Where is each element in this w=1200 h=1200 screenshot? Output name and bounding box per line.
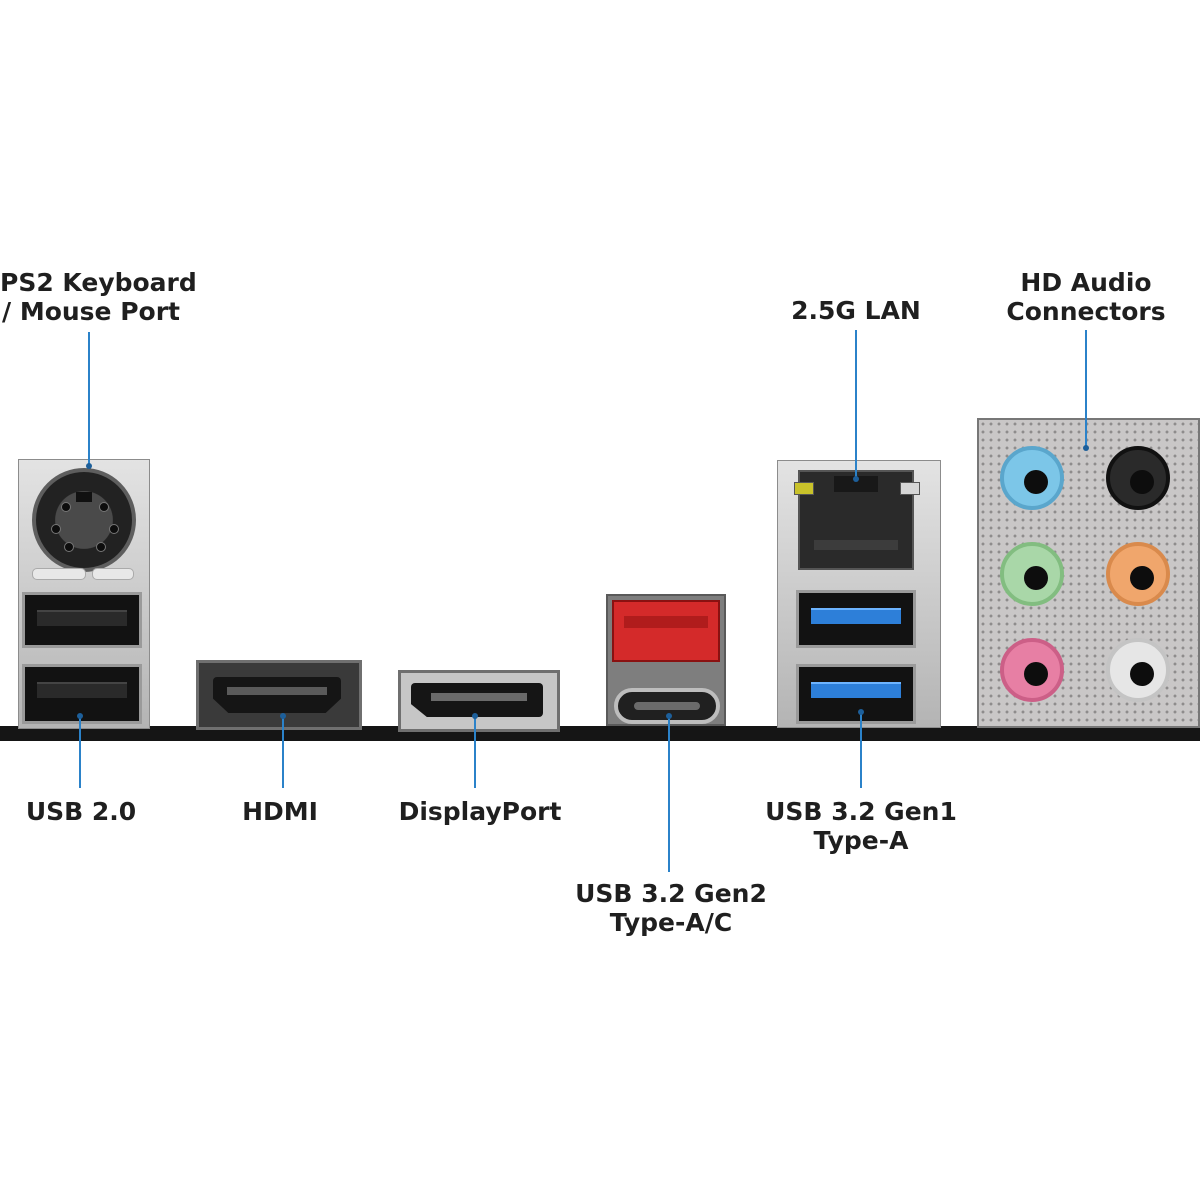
audio-jack-hole — [1024, 662, 1048, 686]
usb-tongue — [37, 682, 127, 698]
audio-jack-orange — [1106, 542, 1170, 606]
audio-jack-hole — [1024, 566, 1048, 590]
lan-port-label: 2.5G LAN — [780, 296, 932, 325]
audio-label-line1: HD Audio — [1020, 268, 1152, 297]
ps2-pin — [96, 542, 106, 552]
ps2-pin — [51, 524, 61, 534]
audio-jack-white — [1106, 638, 1170, 702]
audio-leader-line — [1085, 330, 1087, 448]
usb-gen1-port-lower — [796, 664, 916, 724]
usb-gen1-label: USB 3.2 Gen1 Type-A — [765, 797, 957, 855]
audio-jack-black — [1106, 446, 1170, 510]
lan-contacts — [814, 540, 898, 550]
usb-tongue — [37, 610, 127, 626]
hdmi-leader-dot — [280, 713, 286, 719]
usb-gen2-leader-dot — [666, 713, 672, 719]
usb-gen2-type-c — [614, 688, 720, 724]
usb-tongue — [811, 682, 901, 698]
displayport-label: DisplayPort — [395, 797, 565, 826]
usb-gen1-leader-dot — [858, 709, 864, 715]
ps2-leader-dot — [86, 463, 92, 469]
audio-jack-hole — [1130, 662, 1154, 686]
ps2-pin — [99, 502, 109, 512]
hdmi-contacts — [227, 687, 327, 695]
usb-gen2-label: USB 3.2 Gen2 Type-A/C — [575, 879, 767, 937]
lan-led-left — [794, 482, 814, 495]
usb-gen2-label-line2: Type-A/C — [609, 908, 733, 937]
usb-c-tongue — [634, 702, 700, 710]
motherboard-edge — [0, 726, 1200, 741]
audio-jack-hole — [1130, 566, 1154, 590]
hdmi-leader-line — [282, 716, 284, 788]
lan-clip — [834, 476, 878, 492]
usb-gen2-type-a — [612, 600, 720, 662]
displayport-port — [398, 670, 560, 732]
displayport-leader-line — [474, 716, 476, 788]
usb20-leader-dot — [77, 713, 83, 719]
usb-gen1-port-upper — [796, 590, 916, 648]
usb-gen2-type-a-contacts — [624, 616, 708, 628]
audio-jack-hole — [1130, 470, 1154, 494]
lan-led-right — [900, 482, 920, 495]
ps2-led-left — [32, 568, 86, 580]
ps2-port-label: PS2 Keyboard / Mouse Port — [0, 268, 197, 326]
audio-jack-blue — [1000, 446, 1064, 510]
usb-gen1-leader-line — [860, 712, 862, 788]
usb20-label-text: USB 2.0 — [25, 797, 137, 826]
ps2-leader-line — [88, 332, 90, 466]
displayport-leader-dot — [472, 713, 478, 719]
usb-gen1-label-line1: USB 3.2 Gen1 — [765, 797, 957, 826]
hdmi-label-text: HDMI — [242, 797, 318, 826]
displayport-contacts — [431, 693, 527, 701]
audio-connectors-label: HD Audio Connectors — [1000, 268, 1172, 326]
hdmi-port — [196, 660, 362, 730]
usb-gen2-label-line1: USB 3.2 Gen2 — [575, 879, 767, 908]
displayport-label-text: DisplayPort — [398, 797, 562, 826]
audio-jack-pink — [1000, 638, 1064, 702]
ps2-led-right — [92, 568, 134, 580]
audio-label-line2: Connectors — [1006, 297, 1166, 326]
usb-gen2-leader-line — [668, 716, 670, 872]
ps2-pin — [64, 542, 74, 552]
ps2-key — [76, 492, 92, 502]
lan-port — [794, 470, 920, 570]
hdmi-label: HDMI — [220, 797, 340, 826]
ps2-label-line1: PS2 Keyboard — [0, 268, 197, 297]
lan-label-text: 2.5G LAN — [791, 296, 921, 325]
usb-gen1-label-line2: Type-A — [813, 826, 909, 855]
ps2-port — [32, 468, 136, 572]
lan-leader-dot — [853, 476, 859, 482]
usb-tongue — [811, 608, 901, 624]
ps2-label-line2: / Mouse Port — [1, 297, 180, 326]
lan-leader-line — [855, 330, 857, 478]
usb20-label: USB 2.0 — [10, 797, 152, 826]
ps2-pin — [109, 524, 119, 534]
usb20-leader-line — [79, 716, 81, 788]
ps2-pin — [61, 502, 71, 512]
audio-jack-green — [1000, 542, 1064, 606]
usb20-port-upper — [22, 592, 142, 648]
audio-leader-dot — [1083, 445, 1089, 451]
audio-jack-hole — [1024, 470, 1048, 494]
hdmi-opening — [213, 677, 341, 713]
